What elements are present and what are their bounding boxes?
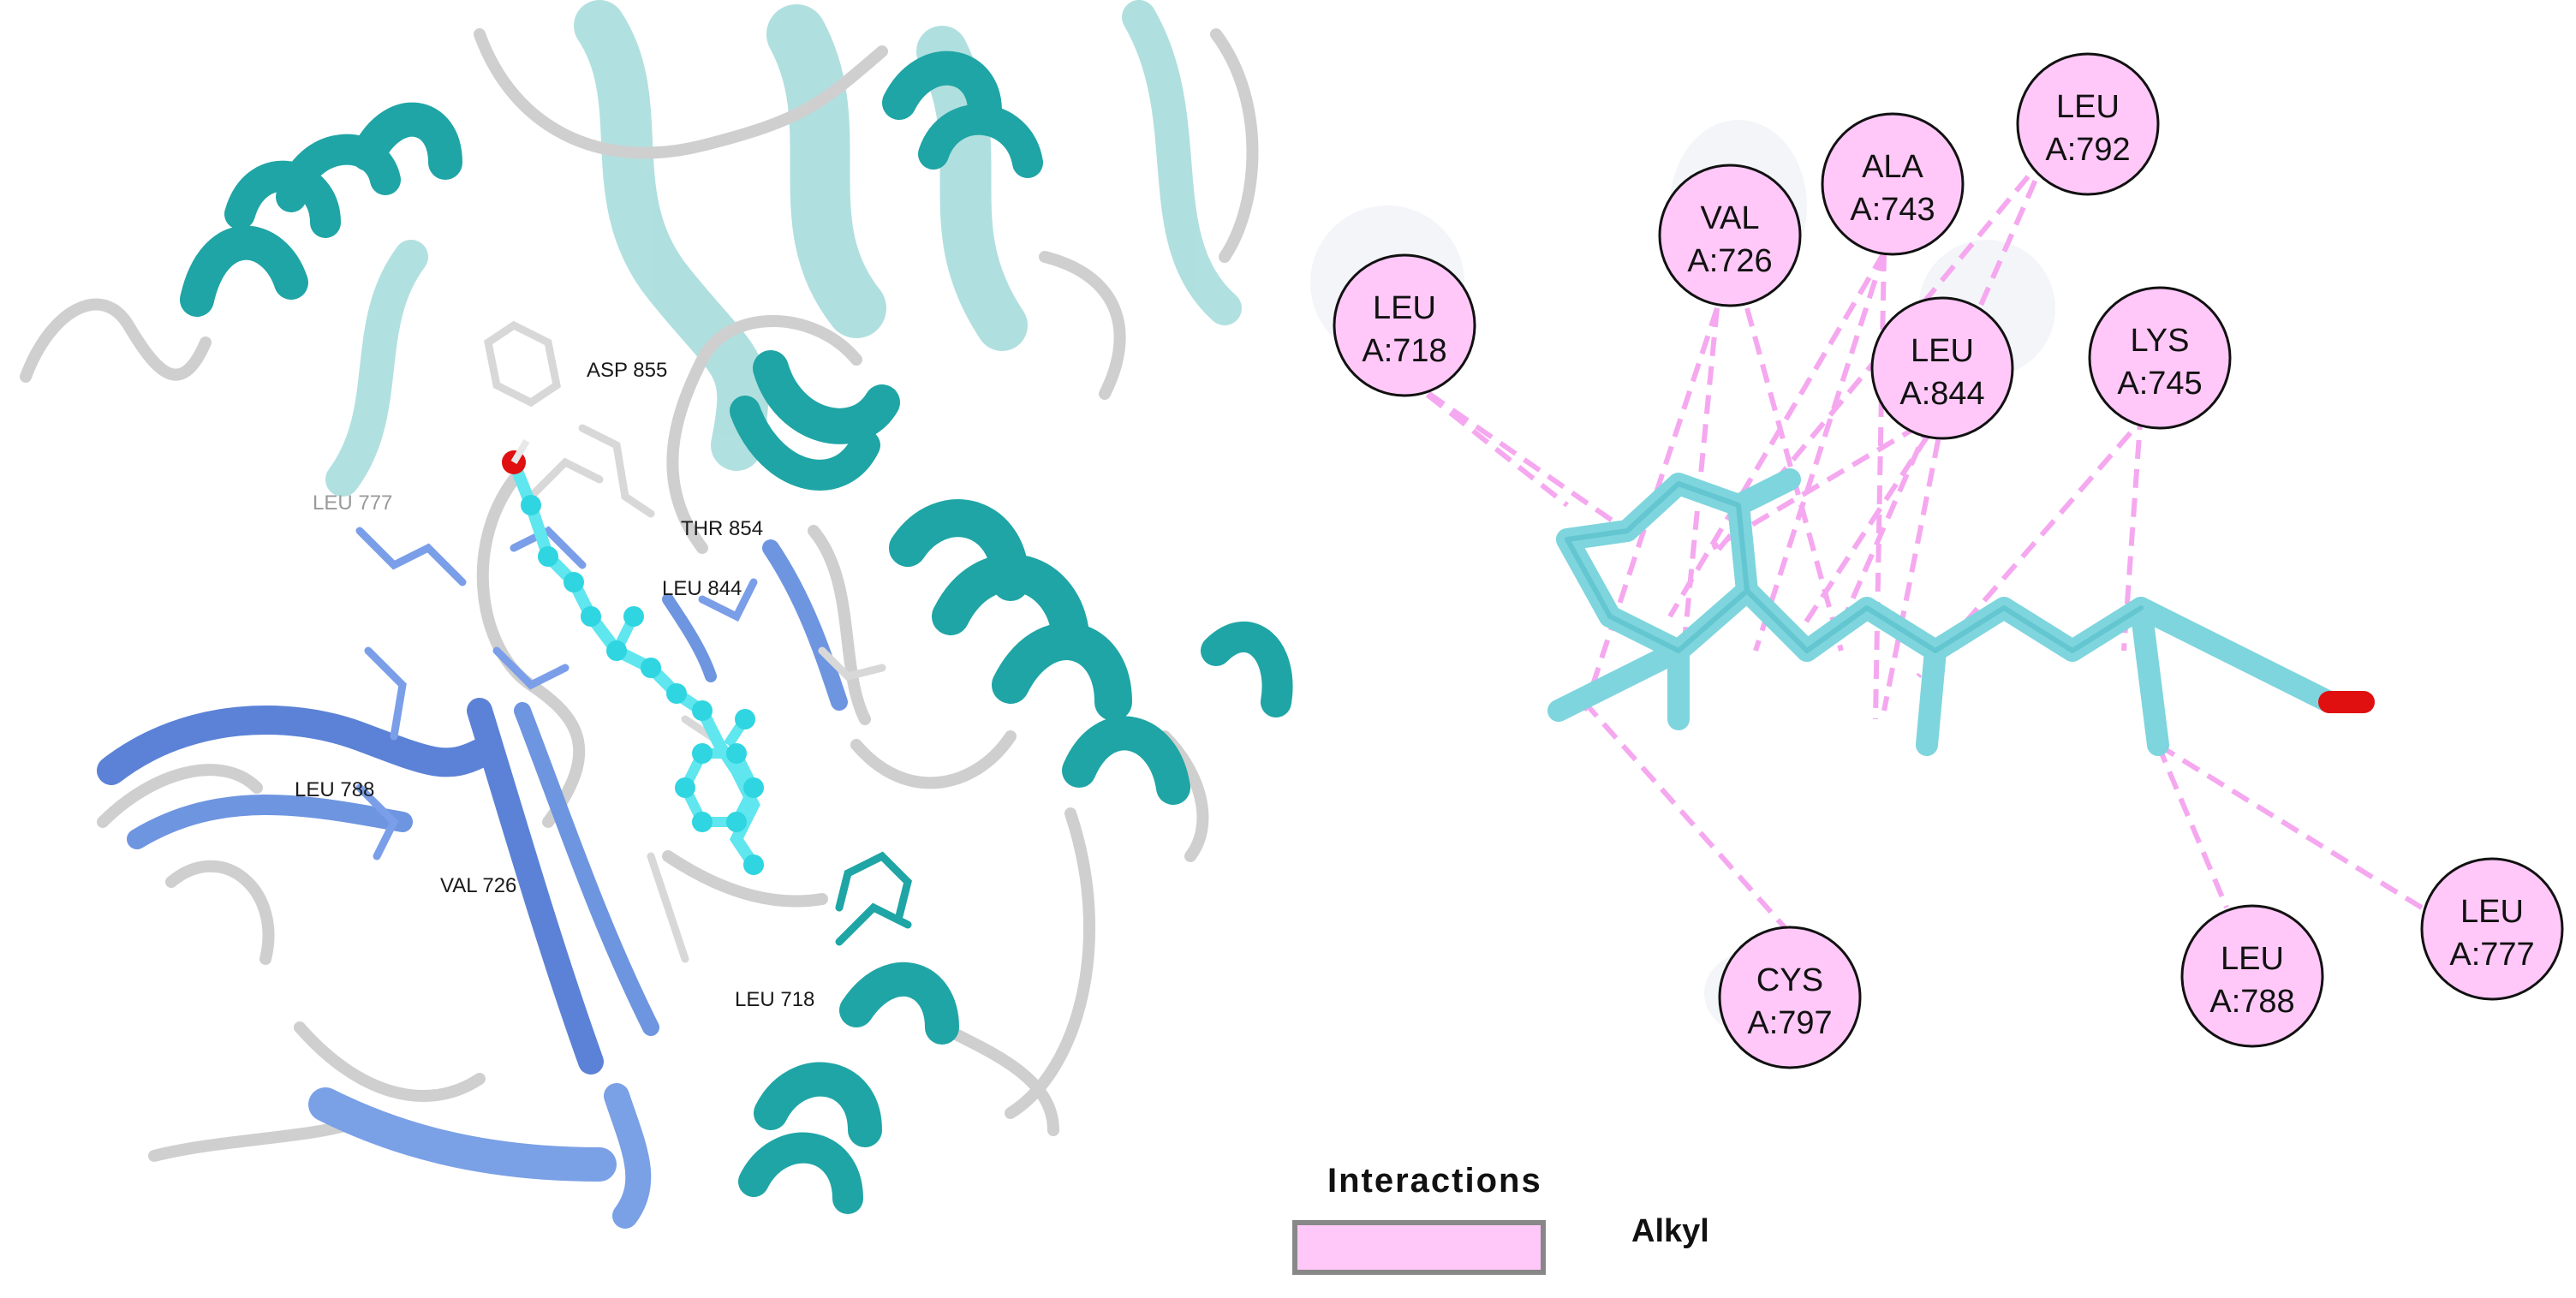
residue-ala743: ALA A:743 [1821,112,1965,256]
svg-text:LEU: LEU [1911,333,1974,369]
residue-sticks [355,320,912,963]
svg-text:LYS: LYS [2130,323,2189,359]
label-leu718: LEU 718 [735,988,814,1011]
teal-helices [180,51,1293,1214]
label-leu844: LEU 844 [662,577,742,600]
svg-text:A:718: A:718 [1362,333,1446,369]
svg-text:A:777: A:777 [2449,937,2534,973]
beta-sheet [97,539,848,1229]
legend-title: Interactions [1327,1162,1542,1200]
structure-svg: ASP 855 LEU 777 THR 854 LEU 844 LEU 788 … [20,0,1293,1229]
label-leu777: LEU 777 [313,491,392,515]
svg-text:A:726: A:726 [1687,243,1772,279]
residue-leu777: LEU A:777 [2420,857,2564,1001]
svg-text:ALA: ALA [1862,149,1923,185]
svg-text:A:792: A:792 [2045,132,2130,168]
svg-text:LEU: LEU [1373,290,1436,326]
svg-text:A:745: A:745 [2117,366,2202,402]
residue-cys797: CYS A:797 [1718,926,1862,1069]
residue-val726: VAL A:726 [1658,164,1802,307]
label-val726: VAL 726 [440,874,516,897]
residue-leu788: LEU A:788 [2180,904,2324,1048]
label-asp855: ASP 855 [587,359,667,382]
residue-lys745: LYS A:745 [2088,286,2232,430]
svg-text:A:797: A:797 [1747,1005,1832,1041]
svg-text:LEU: LEU [2460,894,2524,930]
protein-structure-view: ASP 855 LEU 777 THR 854 LEU 844 LEU 788 … [20,0,1293,1229]
legend-label-alkyl: Alkyl [1631,1213,1709,1249]
residue-leu718: LEU A:718 [1333,253,1476,397]
residue-discs: LEU A:718 VAL A:726 ALA A:743 LEU A:792 … [1333,52,2564,1069]
svg-text:VAL: VAL [1700,200,1759,236]
residue-leu792: LEU A:792 [2016,52,2160,196]
svg-text:A:743: A:743 [1850,192,1935,228]
background-helices [325,0,1242,497]
ligand-molecule [502,438,764,875]
interaction-diagram: LEU A:718 VAL A:726 ALA A:743 LEU A:792 … [1285,0,2576,1294]
svg-text:A:788: A:788 [2209,984,2294,1020]
ligand-2d [1547,468,2375,756]
svg-text:LEU: LEU [2056,89,2120,125]
svg-text:LEU: LEU [2221,941,2284,977]
legend: Interactions Alkyl [1292,1162,1709,1275]
label-leu788: LEU 788 [295,778,374,801]
legend-swatch-alkyl [1292,1220,1546,1275]
label-thr854: THR 854 [681,517,763,540]
interaction-svg: LEU A:718 VAL A:726 ALA A:743 LEU A:792 … [1292,52,2564,1275]
svg-text:A:844: A:844 [1899,376,1984,412]
residue-leu844: LEU A:844 [1870,296,2014,440]
residue-labels: ASP 855 LEU 777 THR 854 LEU 844 LEU 788 … [295,359,814,1011]
svg-text:CYS: CYS [1756,962,1823,998]
